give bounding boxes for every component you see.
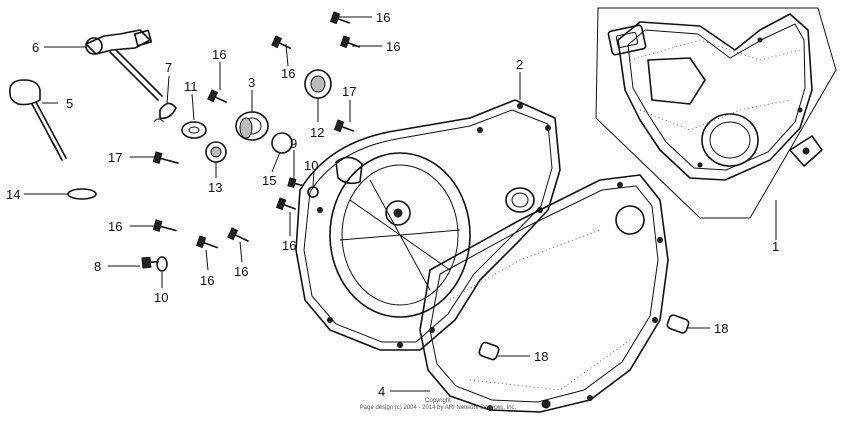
small-parts	[153, 69, 332, 272]
copyright-notice: Copyright Page design (c) 2004 - 2014 by…	[338, 398, 538, 412]
leader-lines	[24, 16, 777, 392]
callout-5: 5	[66, 96, 73, 111]
o-ring-14	[67, 188, 97, 200]
callout-16: 16	[108, 219, 122, 234]
dipstick	[9, 79, 67, 161]
callout-16: 16	[212, 47, 226, 62]
callout-9: 9	[290, 136, 297, 151]
callout-labels: 6 5 14 7 11 16 3 16 16 16 2 12 17 17 9 1…	[6, 10, 779, 399]
callout-11: 11	[184, 79, 198, 94]
callout-16: 16	[200, 273, 214, 288]
callout-16: 16	[282, 238, 296, 253]
kick-spindle	[85, 29, 163, 101]
callout-14: 14	[6, 187, 20, 202]
callout-17: 17	[342, 84, 356, 99]
callout-8: 8	[94, 259, 101, 274]
callout-18: 18	[714, 321, 728, 336]
callout-10: 10	[154, 290, 168, 305]
callout-1: 1	[772, 239, 779, 254]
callout-18: 18	[534, 349, 548, 364]
callout-13: 13	[208, 180, 222, 195]
callout-2: 2	[516, 57, 523, 72]
crankcase-cover	[295, 99, 561, 351]
callout-10: 10	[304, 158, 318, 173]
callout-16: 16	[234, 264, 248, 279]
copyright-line-2: Page design (c) 2004 - 2014 by ARI Netwo…	[359, 405, 517, 411]
callout-16: 16	[281, 66, 295, 81]
callout-3: 3	[248, 75, 255, 90]
callout-17: 17	[108, 150, 122, 165]
callout-16: 16	[376, 10, 390, 25]
callout-7: 7	[165, 60, 172, 75]
callout-4: 4	[378, 384, 385, 399]
gasket-kit-group	[595, 7, 837, 219]
dowel-pins	[478, 314, 690, 361]
callout-6: 6	[32, 40, 39, 55]
copyright-line-1: Copyright	[425, 398, 451, 404]
bolts	[141, 11, 361, 269]
callout-15: 15	[262, 173, 276, 188]
callout-12: 12	[310, 125, 324, 140]
callout-16: 16	[386, 39, 400, 54]
cover-gasket	[419, 174, 669, 413]
